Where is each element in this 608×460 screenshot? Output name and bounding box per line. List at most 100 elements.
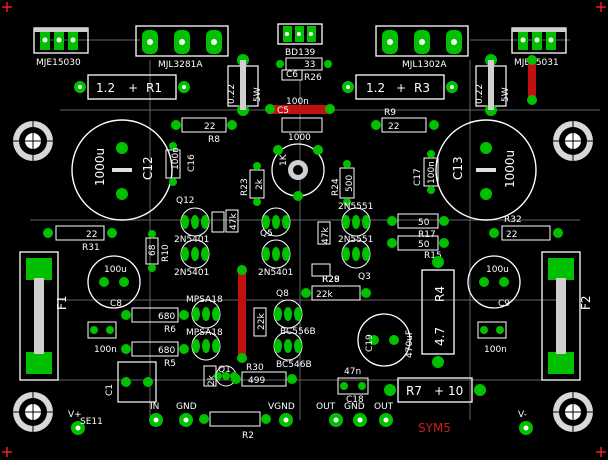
capacitor-100n-right: 100n [477, 321, 507, 355]
label-r24-value: 500 [345, 175, 355, 192]
label-680-b: 680 [158, 346, 175, 356]
label-c6: C6 [286, 70, 298, 80]
label-r-022-left: 0.22 [227, 84, 237, 104]
label-100n-right: 100n [484, 345, 507, 355]
label-r32-value: 22 [506, 230, 517, 240]
resistor-r29: R29 [311, 263, 340, 285]
label-r9-value: 22 [388, 122, 399, 132]
transistor-q-2n5401-c: 2N5401 [258, 239, 293, 278]
capacitor-c17: C17 100n [413, 150, 439, 194]
label-c9-value: 100u [486, 265, 509, 275]
label-47k-b: 47k [321, 227, 331, 244]
resistor-r4: R4 4.7 [421, 256, 455, 368]
label-mjl3281a: MJL3281A [158, 60, 203, 70]
label-c17-value: 100n [427, 161, 437, 184]
transistor-mpsa18-a: MPSA18 [186, 295, 223, 329]
label-68: 68 [148, 244, 158, 256]
resistor-r15: 50 R15 [387, 235, 449, 261]
label-r8-value: 22 [204, 122, 215, 132]
label-22k-a: 22k [316, 290, 333, 300]
svg-text:+: + [434, 384, 444, 398]
resistor-r28: 22k R28 [301, 275, 371, 301]
label-2n5551-a: 2N5551 [338, 202, 373, 212]
label-r9: R9 [384, 108, 396, 118]
resistor-r8: 22 R8 [171, 117, 237, 145]
transistor-mje15030: MJE15030 [33, 27, 89, 68]
label-r1-name: R1 [146, 81, 162, 95]
resistor-r30: 22k R30 [246, 307, 267, 373]
label-r15: R15 [424, 251, 442, 261]
mounting-holes [8, 116, 598, 437]
label-r23-value: 2k [255, 178, 265, 190]
label-r7-value: 10 [448, 384, 463, 398]
label-r29: R29 [322, 275, 340, 285]
label-1000: 1000 [288, 133, 311, 143]
capacitor-c8: 100u C8 [87, 255, 141, 309]
label-r2: R2 [242, 431, 254, 441]
label-c8-value: 100u [104, 265, 127, 275]
label-r17: R17 [418, 230, 436, 240]
label-c12-value: 1000u [93, 148, 107, 186]
transistor-q10: 2N5401 [174, 239, 210, 278]
jumper-links [237, 55, 537, 363]
label-c17: C17 [413, 168, 423, 186]
resistor-r32: 22 R32 [489, 215, 563, 241]
label-5w-right: 5W [501, 87, 511, 102]
mounting-hole-top-left [8, 116, 58, 166]
label-q12: Q12 [176, 196, 195, 206]
resistor-r26: 33 R26 [276, 57, 332, 83]
transistor-mjl3281a: MJL3281A [135, 25, 229, 70]
label-se11-vplus: SE11 [80, 417, 103, 427]
resistor-499: 499 [231, 371, 297, 387]
label-47n: 47n [344, 367, 361, 377]
label-r5: R5 [164, 359, 176, 369]
label-c9: C9 [498, 299, 510, 309]
label-vplus: V+ [68, 410, 82, 420]
capacitor-c6: C6 [281, 69, 303, 81]
label-f1: F1 [55, 295, 69, 310]
label-vgnd: VGND [268, 402, 295, 412]
label-c1: C1 [105, 384, 115, 396]
label-mpsa18-a: MPSA18 [186, 295, 223, 305]
small-transistors: Q12 2N5401 2N5401 Q5 2N5401 2N5551 2N555… [174, 196, 373, 387]
label-mje15031: MJE15031 [514, 58, 559, 68]
capacitor-c13: C13 1000u [435, 119, 537, 221]
label-mpsa18-b: MPSA18 [186, 328, 223, 338]
label-50-a: 50 [418, 218, 430, 228]
resistor-r6: 680 R6 [121, 307, 189, 335]
label-r28: R28 [322, 275, 340, 285]
label-499: 499 [248, 376, 265, 386]
resistor-r31: 22 R31 [43, 225, 117, 253]
label-q5: Q5 [260, 229, 273, 239]
label-2k-b: 2k [207, 374, 217, 386]
label-q8: Q8 [276, 289, 289, 299]
capacitor-c16: 100n C16 [165, 142, 197, 186]
mounting-hole-top-right [548, 116, 598, 166]
label-mjl1302a: MJL1302A [402, 60, 447, 70]
transistor-q6: BC546B [273, 331, 312, 370]
label-bc546b: BC546B [276, 360, 312, 370]
label-470uf: 470uF [405, 330, 415, 358]
mounting-hole-bottom-right [548, 387, 598, 437]
label-c16: C16 [187, 154, 197, 172]
label-r31-value: 22 [86, 230, 97, 240]
resistor-r7: R7 + 10 [384, 377, 486, 403]
resistor-47k-a: 47k [225, 209, 239, 233]
transistor-bd139: BD139 [277, 23, 323, 58]
label-c5: C5 [277, 106, 289, 116]
resistor-022-right: 0.22 5W [475, 54, 511, 116]
label-out: OUT [316, 402, 336, 412]
transistor-mjl1302a: MJL1302A [375, 25, 469, 70]
resistor-r9: 22 R9 [371, 108, 439, 133]
label-r24: R24 [331, 178, 341, 196]
resistor-68: 68 R10 [145, 230, 171, 272]
label-in: IN [150, 402, 159, 412]
mounting-hole-bottom-left [8, 387, 58, 437]
label-r26: R26 [304, 73, 322, 83]
capacitor-c18: 47n C18 [337, 367, 369, 405]
label-2n5401-b: 2N5401 [174, 268, 209, 278]
label-c16-value: 100n [171, 147, 181, 170]
label-5w-left: 5W [253, 87, 263, 102]
transistor-q8: Q8 BC556B [273, 289, 316, 337]
